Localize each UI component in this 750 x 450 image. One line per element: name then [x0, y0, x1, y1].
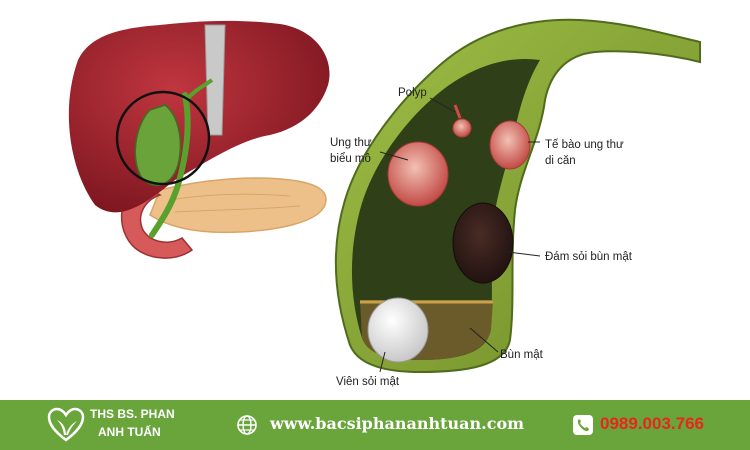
label-gallstone: Viên sỏi mật	[336, 376, 400, 388]
label-metastatic-line1: Tế bào ung thư	[545, 139, 624, 151]
carcinoma	[387, 141, 449, 207]
label-bile-sludge: Bùn mật	[500, 349, 544, 361]
footer-bar: THS BS. PHAN ANH TUẤN www.bacsiphananhtu…	[0, 400, 750, 450]
label-metastatic-line2: di căn	[545, 155, 576, 167]
gallbladder-diagram: Polyp Ung thư biểu mô Tế bào ung thư di …	[68, 18, 701, 388]
logo-text-line2: ANH TUẤN	[98, 425, 161, 439]
gallbladder-cross-section	[334, 18, 701, 374]
gallstone	[367, 297, 429, 363]
polyp	[453, 104, 462, 119]
label-carcinoma-line2: biểu mô	[330, 153, 371, 165]
clinic-logo[interactable]: THS BS. PHAN ANH TUẤN	[46, 405, 180, 445]
liver	[68, 20, 330, 213]
liver-illustration	[68, 20, 330, 259]
heart-leaf-logo-icon	[47, 407, 85, 442]
logo-text-line1: THS BS. PHAN	[90, 407, 175, 421]
label-sludge-clump: Đám sỏi bùn mật	[545, 251, 633, 263]
sludge-clump	[452, 202, 514, 284]
leader-lines	[379, 97, 541, 373]
phone-number[interactable]: 0989.003.766	[600, 414, 704, 433]
metastatic-cells	[489, 120, 531, 170]
website-link[interactable]: www.bacsiphananhtuan.com	[270, 414, 525, 433]
ligament	[204, 24, 226, 136]
globe-icon	[237, 415, 257, 435]
pancreas	[149, 177, 327, 234]
label-polyp: Polyp	[398, 87, 427, 99]
phone-icon	[573, 415, 593, 435]
label-carcinoma-line1: Ung thư	[330, 137, 372, 149]
bile-duct	[149, 92, 191, 238]
zoom-circle	[115, 90, 211, 186]
